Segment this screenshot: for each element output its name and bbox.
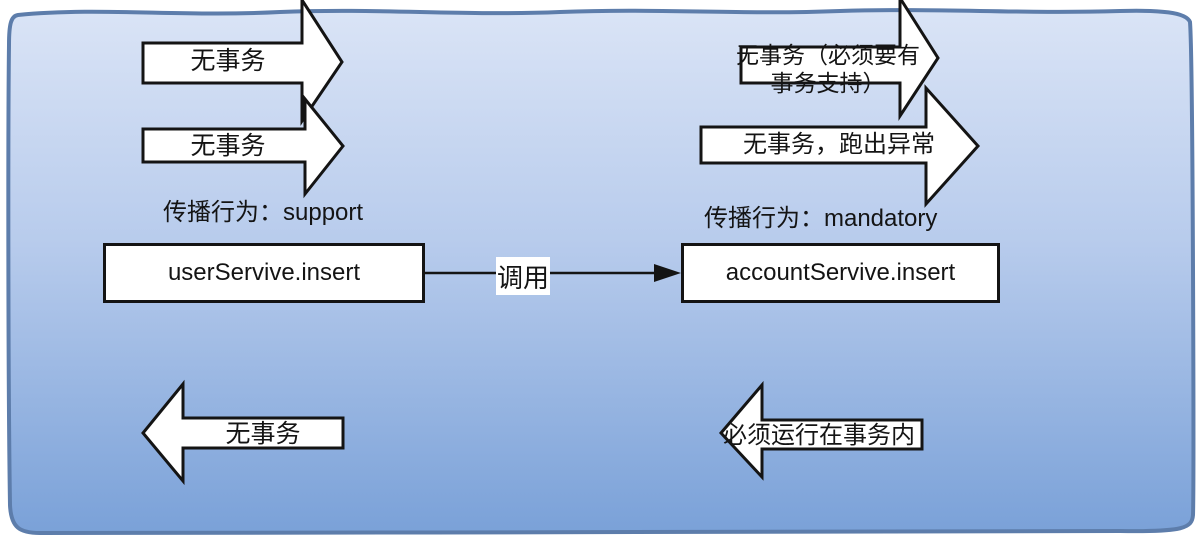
no-transaction-arrow-right-1 (739, 0, 940, 122)
arrow-label-no-transaction-exception: 无事务，跑出异常 (743, 131, 935, 158)
exception-arrow-right (699, 84, 981, 208)
no-transaction-result-arrow (141, 379, 345, 486)
must-run-in-transaction-arrow (718, 380, 924, 481)
user-service-box: userServive.insert (103, 243, 425, 303)
arrow-label-no-transaction-result: 无事务 (225, 420, 301, 448)
arrow-label-line2: 事务支持） (770, 70, 886, 96)
no-transaction-arrow-left-1 (141, 0, 344, 126)
arrow-label-line1: 无事务（必须要有 (736, 42, 920, 68)
account-service-box: accountServive.insert (681, 243, 1000, 303)
call-connector-label: 调用 (496, 257, 550, 295)
no-transaction-arrow-left-2 (141, 94, 345, 199)
propagation-label-support: 传播行为：support (163, 199, 364, 226)
propagation-label-mandatory: 传播行为：mandatory (704, 205, 938, 232)
arrow-label-no-transaction-1: 无事务 (190, 47, 266, 75)
arrow-label-no-transaction-2: 无事务 (190, 132, 266, 160)
arrow-label-must-run-in-transaction: 必须运行在事务内 (723, 422, 915, 449)
call-connector-arrowhead-icon (654, 264, 681, 282)
arrow-label-needs-transaction-support: 无事务（必须要有事务支持） (722, 41, 934, 97)
